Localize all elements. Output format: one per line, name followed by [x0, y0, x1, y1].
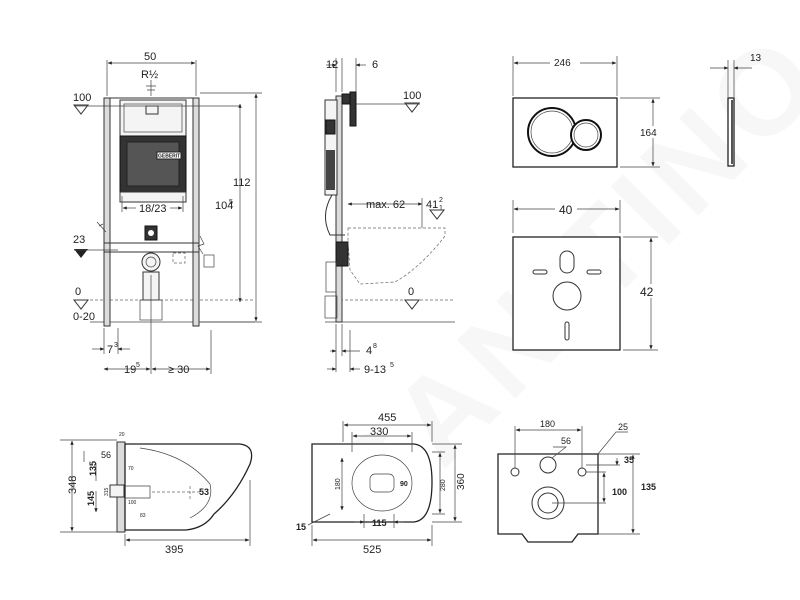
back-supply-hole [539, 456, 557, 474]
insulation-mat: 40 42 [512, 200, 660, 351]
svg-text:2: 2 [439, 197, 443, 204]
svg-text:5: 5 [390, 362, 394, 369]
flush-button-large [527, 107, 577, 157]
dim-41: 41 [426, 199, 438, 211]
top-dim-115: 115 [372, 518, 387, 528]
svg-text:315: 315 [104, 487, 110, 496]
dim-19: 19 [124, 364, 136, 376]
frame-front-view: GEBERIT 50 R½ 100 112 104 5 [72, 51, 262, 376]
frame-left-post [103, 97, 111, 327]
bowl-height: 348 [67, 476, 79, 494]
level-0-front: 0 [75, 286, 81, 298]
dim-4: 4 [366, 345, 372, 357]
top-dim-280: 280 [440, 479, 447, 491]
bowl-side-outline [124, 443, 253, 531]
svg-text:5: 5 [229, 199, 233, 206]
back-dim-135: 135 [641, 482, 656, 492]
back-dim-180: 180 [540, 419, 555, 429]
mat-drain-hole [552, 281, 582, 311]
level-100-side: 100 [403, 90, 421, 102]
svg-text:5: 5 [136, 362, 140, 369]
dim-18-23: 18/23 [139, 203, 167, 215]
dim-6: 6 [372, 59, 378, 71]
brand-label: GEBERIT [158, 154, 180, 160]
bowl-back-outline [497, 453, 599, 543]
svg-text:70: 70 [128, 466, 134, 472]
top-dim-15: 15 [296, 522, 306, 532]
flush-plate-side: 13 [710, 53, 762, 167]
dim-max-62: max. 62 [366, 199, 405, 211]
bowl-basin [369, 473, 395, 493]
back-dim-56: 56 [561, 436, 571, 446]
level-23: 23 [73, 234, 85, 246]
drain-outlet [141, 252, 161, 272]
mat-width: 40 [559, 203, 573, 217]
bowl-length: 395 [165, 544, 183, 556]
svg-text:3: 3 [114, 342, 118, 349]
bowl-seat-ring [351, 454, 413, 512]
dim-height-112: 112 [233, 177, 251, 189]
level-0-side: 0 [408, 286, 414, 298]
svg-text:1: 1 [439, 205, 443, 212]
plate-width: 246 [554, 58, 571, 69]
bowl-side-view: 348 56 135 145 20 315 70 100 83 53 395 [60, 432, 253, 556]
flush-plate-front: 246 164 [512, 56, 662, 168]
side-plate [349, 91, 357, 127]
svg-text:8: 8 [373, 343, 377, 350]
supply-r: R½ [141, 69, 158, 81]
level-100-front: 100 [73, 92, 91, 104]
bowl-dim-145: 145 [86, 491, 96, 506]
dim-height-104: 104 [215, 200, 233, 212]
svg-text:20: 20 [119, 432, 125, 438]
top-dim-360: 360 [456, 473, 467, 490]
plate-height: 164 [640, 128, 657, 139]
svg-text:100: 100 [128, 500, 137, 506]
dim-9-13: 9-13 [364, 364, 386, 376]
floor-range: 0-20 [73, 311, 95, 323]
top-dim-90: 90 [400, 481, 408, 488]
mat-outline [512, 236, 621, 351]
top-dim-455: 455 [378, 412, 396, 424]
dim-7: 7 [107, 344, 113, 356]
back-dim-25: 25 [618, 422, 628, 432]
mat-height: 42 [640, 285, 654, 299]
cistern-top [119, 99, 187, 137]
frame-right-post [192, 97, 200, 327]
bowl-back-view: 180 56 25 35 100 135 [497, 419, 656, 543]
bowl-dim-53: 53 [199, 487, 209, 497]
top-dim-180: 180 [335, 478, 342, 490]
back-dim-100: 100 [612, 487, 627, 497]
bowl-top-outline [311, 443, 433, 523]
dim-min-30: ≥ 30 [168, 364, 189, 376]
top-dim-525: 525 [363, 544, 381, 556]
frame-side-view: 12 6 100 max. 62 41 2 1 0 4 8 9-13 5 [324, 58, 455, 376]
svg-text:83: 83 [140, 513, 146, 519]
top-dim-330: 330 [370, 426, 388, 438]
plate-depth: 13 [750, 53, 762, 64]
bowl-dim-56: 56 [101, 450, 111, 460]
back-dim-35: 35 [624, 455, 634, 465]
flush-button-small [570, 119, 602, 151]
bowl-dim-135: 135 [88, 461, 98, 476]
bowl-top-view: 455 330 180 90 280 360 115 15 525 [296, 412, 467, 556]
dim-width-50: 50 [144, 51, 156, 63]
dim-12: 12 [326, 59, 338, 71]
